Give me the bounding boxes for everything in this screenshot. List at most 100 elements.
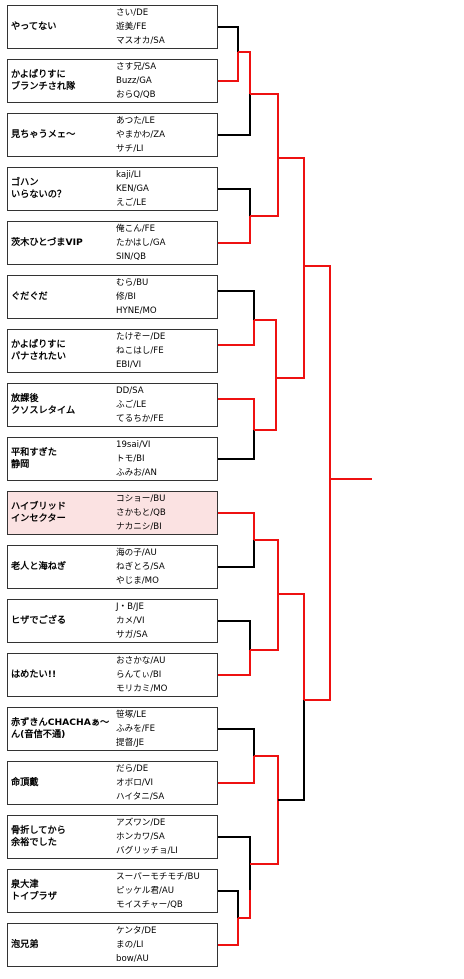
team-name: 平和すぎた 静岡 [11,447,57,470]
bracket-line [218,540,255,568]
member-list: 19sai/VI トモ/BI ふみお/AN [116,438,216,480]
team-name: ハイブリッド インセクター [11,501,66,524]
member-list: さす兄/SA Buzz/GA おらQ/QB [116,60,216,102]
team-box-highlighted: ハイブリッド インセクター コショー/BU さかもと/QB ナカニシ/BI [7,491,218,535]
member: マスオカ/SA [116,36,165,46]
member-list: kaji/LI KEN/GA えご/LE [116,168,216,210]
member-list: ケンタ/DE まの/LI bow/AU [116,924,216,966]
member: たけぞー/DE [116,332,166,342]
bracket-line [238,890,251,919]
bracket-line [250,158,279,217]
team-name: やってない [11,21,57,32]
bracket-line [218,620,251,650]
member: 笹塚/LE [116,710,147,720]
member-list: アズワン/DE ホンカワ/SA バグリッチョ/LI [116,816,216,858]
bracket-group-top [218,26,305,266]
member-list: さい/DE 遊美/FE マスオカ/SA [116,6,216,48]
team-name: ゴハン いらないの？ [11,177,67,200]
team-box: 泉大津 トイプラザ スーパーモチモチ/BU ピッケル君/AU モイスチャー/QB [7,869,218,913]
member: ナカニシ/BI [116,522,162,532]
member: 修/BI [116,292,136,302]
bracket-line [218,512,255,540]
member-list: DD/SA ふご/LE てるちか/FE [116,384,216,426]
team-box: 茨木ひとづまVIP 俺こん/FE たかはし/GA SIN/QB [7,221,218,265]
team-box: 老人と海ねぎ 海の子/AU ねぎとろ/SA やじま/MO [7,545,218,589]
team-box: かよぱりすに パナされたい たけぞー/DE ねこはし/FE EBI/VI [7,329,218,373]
member-list: だら/DE オボロ/VI ハイタニ/SA [116,762,216,804]
team-box: ぐだぐだ むら/BU 修/BI HYNE/MO [7,275,218,319]
member-list: スーパーモチモチ/BU ピッケル君/AU モイスチャー/QB [116,870,216,912]
team-name: ヒザでござる [11,615,67,626]
bracket-line [278,700,305,801]
team-box: 平和すぎた 静岡 19sai/VI トモ/BI ふみお/AN [7,437,218,481]
bracket-line [218,52,239,82]
member: モリカミ/MO [116,684,168,694]
bracket-line [254,378,277,431]
member: あつた/LE [116,116,155,126]
member-list: 俺こん/FE たかはし/GA SIN/QB [116,222,216,264]
bracket-line [218,836,251,890]
member: ピッケル君/AU [116,886,175,896]
member: ホンカワ/SA [116,832,165,842]
member-list: J・B/JE カメ/VI サガ/SA [116,600,216,642]
member: kaji/LI [116,170,142,180]
bracket-group-third [218,512,305,700]
member-list: むら/BU 修/BI HYNE/MO [116,276,216,318]
member: えご/LE [116,198,147,208]
member: ねぎとろ/SA [116,562,165,572]
member: DD/SA [116,386,144,396]
member: コショー/BU [116,494,166,504]
member-list: あつた/LE やまかわ/ZA サチ/LI [116,114,216,156]
team-name: 泡兄弟 [11,939,39,950]
team-box: 骨折してから 余裕でした アズワン/DE ホンカワ/SA バグリッチョ/LI [7,815,218,859]
member: らんてぃ/BI [116,670,162,680]
bracket-line [218,216,251,244]
member: アズワン/DE [116,818,166,828]
bracket-line [218,26,239,52]
member: EBI/VI [116,360,142,370]
member: サチ/LI [116,144,144,154]
member: やじま/MO [116,576,159,586]
member: bow/AU [116,954,149,964]
member: モイスチャー/QB [116,900,183,910]
member: やまかわ/ZA [116,130,166,140]
member: むら/BU [116,278,149,288]
member: おさかな/AU [116,656,166,666]
member: カメ/VI [116,616,145,626]
bracket-line [304,265,331,479]
team-name: かよぱりすに パナされたい [11,339,67,362]
bracket-line [218,398,255,430]
bracket-line [218,890,239,918]
bracket-line [304,479,331,701]
member: だら/DE [116,764,149,774]
team-box: 見ちゃうメェ～ あつた/LE やまかわ/ZA サチ/LI [7,113,218,157]
bracket-line [254,319,277,378]
member: 遊美/FE [116,22,147,32]
member: さかもと/QB [116,508,166,518]
bracket-line [278,157,305,266]
member-list: 笹塚/LE ふみを/FE 提督/JE [116,708,216,750]
team-name: 見ちゃうメェ～ [11,129,76,140]
bracket-line [238,51,251,94]
bracket-line [218,918,239,946]
member-list: たけぞー/DE ねこはし/FE EBI/VI [116,330,216,372]
member: たかはし/GA [116,238,166,248]
team-name: 泉大津 トイプラザ [11,879,57,902]
bracket-line [254,539,279,594]
bracket-line [218,188,251,216]
member: てるちか/FE [116,414,164,424]
member: さす兄/SA [116,62,157,72]
member: ハイタニ/SA [116,792,165,802]
member: SIN/QB [116,252,146,262]
bracket-line [250,93,279,158]
member: バグリッチョ/LI [116,846,178,856]
team-name: 赤ずきんCHACHAぁ～ ん(音信不通) [11,717,110,740]
member: 提督/JE [116,738,145,748]
bracket-line [218,430,255,460]
bracket-line [276,266,305,379]
team-name: ぐだぐだ [11,291,48,302]
team-box: やってない さい/DE 遊美/FE マスオカ/SA [7,5,218,49]
bracket-line [250,800,279,865]
bracket-line [218,94,251,136]
team-box: 放課後 クソスレタイム DD/SA ふご/LE てるちか/FE [7,383,218,427]
